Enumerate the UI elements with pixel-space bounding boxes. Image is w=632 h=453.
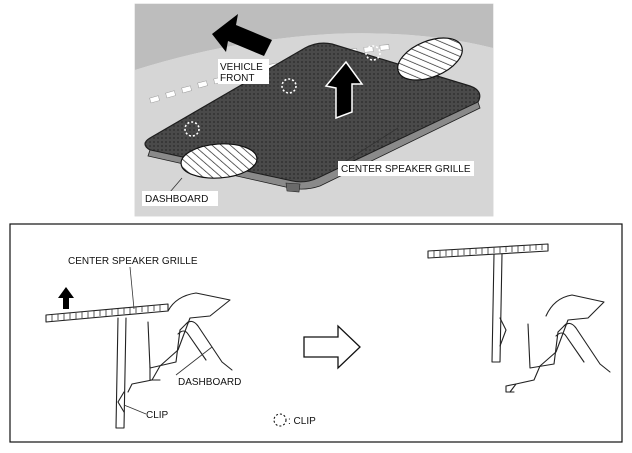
section-clip-label: CLIP — [146, 410, 169, 421]
section-dashboard-label: DASHBOARD — [178, 377, 241, 388]
section-dashboard-leader — [175, 346, 213, 376]
legend-clip-icon — [273, 413, 287, 427]
vehicle-front-arrow-icon — [212, 14, 272, 56]
clip-location-1 — [184, 121, 200, 137]
top-grille-label: CENTER SPEAKER GRILLE — [341, 164, 471, 175]
section-removed — [427, 243, 611, 393]
top-dashboard-label: DASHBOARD — [145, 194, 208, 205]
clip-location-2 — [281, 78, 297, 94]
grille-foot — [285, 182, 301, 193]
top-dashboard-leader — [169, 177, 183, 193]
section-clip-leader — [123, 404, 147, 415]
section-grille-edge-right — [427, 243, 549, 259]
section-grille-edge-left — [45, 303, 169, 323]
clip-location-3 — [365, 45, 381, 61]
vehicle-front-label-line1: VEHICLE — [220, 62, 263, 73]
section-view-frame — [9, 223, 623, 443]
clip-hook-left — [117, 391, 125, 413]
transition-arrow-icon — [303, 324, 361, 370]
windshield-area — [135, 4, 493, 70]
grip-area-left — [180, 143, 258, 179]
section-up-arrow-icon — [58, 287, 74, 309]
vehicle-front-label-line2: FRONT — [220, 73, 254, 84]
top-grille-leader — [337, 127, 399, 167]
top-view: VEHICLE FRONT CENTER SPEAKER GRILLE DASH… — [134, 3, 494, 217]
grille-leg-right — [491, 253, 503, 363]
pull-up-arrow-icon — [324, 60, 364, 120]
section-grille-leader — [129, 266, 135, 310]
grip-area-right — [397, 37, 463, 81]
section-grille-label: CENTER SPEAKER GRILLE — [68, 256, 198, 267]
section-installed: CENTER SPEAKER GRILLE DASHBOARD CLIP — [45, 256, 241, 429]
legend-clip-label: : CLIP — [288, 416, 316, 427]
grille-leg-left — [115, 317, 127, 429]
clip-hook-right — [499, 317, 507, 347]
section-view: CENTER SPEAKER GRILLE DASHBOARD CLIP : C… — [9, 223, 623, 443]
